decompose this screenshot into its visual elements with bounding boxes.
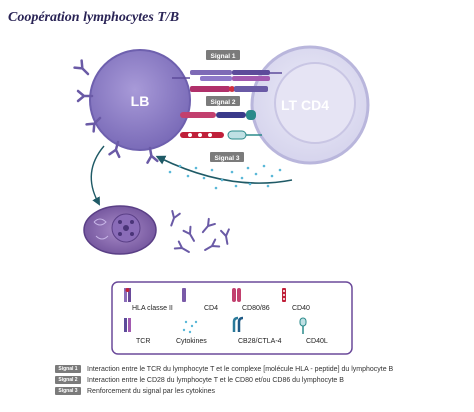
cd4-icon <box>182 288 186 302</box>
lt-cd4-label: LT CD4 <box>281 97 329 113</box>
cb28-icon <box>232 316 244 332</box>
footnote-text: Interaction entre le CD28 du lymphocyte … <box>87 376 344 384</box>
cd8086-icon <box>232 288 241 302</box>
receptor-icon <box>108 140 121 159</box>
svg-text:Signal 2: Signal 2 <box>211 99 236 106</box>
signal1-badge: Signal 1 <box>206 50 240 60</box>
signal3-badge: Signal 3 <box>210 152 244 162</box>
plasma-cell <box>83 205 157 255</box>
footnote-text: Renforcement du signal par les cytokines <box>87 387 216 395</box>
receptor-icon <box>73 59 90 76</box>
cytokines-icon <box>182 320 198 334</box>
cytokine-dots <box>168 164 282 190</box>
signal1-complex <box>172 70 282 92</box>
legend-cd40: CD40 <box>292 305 310 312</box>
lb-cell: LB <box>89 49 191 151</box>
signal2-badge: Signal 2 <box>206 96 240 106</box>
figure-title: Coopération lymphocytes T/B <box>8 10 180 25</box>
footnote-tag: Signal 2 <box>55 376 81 384</box>
legend-tcr: TCR <box>136 338 150 345</box>
footnote-tag: Signal 3 <box>55 387 81 395</box>
cd40l-icon <box>299 317 307 334</box>
lt-cd4-cell: LT CD4 <box>250 45 370 165</box>
receptor-icon <box>85 116 102 133</box>
cytokine-arrow <box>155 155 293 184</box>
cd40-icon <box>282 288 286 302</box>
svg-text:Signal 3: Signal 3 <box>215 155 240 162</box>
footnote-tag: Signal 1 <box>55 365 81 373</box>
legend-box: HLA classe II CD4 CD80/86 CD40 TCR Cy <box>111 281 353 355</box>
differentiation-arrow <box>90 145 105 206</box>
legend-cb28: CB28/CTLA-4 <box>238 338 282 345</box>
legend-cd40l: CD40L <box>306 338 328 345</box>
hla-icon <box>124 288 131 302</box>
signal2-complex <box>180 110 262 140</box>
receptor-icon <box>76 89 94 103</box>
lb-label: LB <box>131 93 150 109</box>
footnote-text: Interaction entre le TCR du lymphocyte T… <box>87 365 394 373</box>
svg-text:Signal 1: Signal 1 <box>211 53 236 60</box>
footnote-signal3: Signal 3 Renforcement du signal par les … <box>55 387 215 395</box>
legend-cd8086: CD80/86 <box>242 305 270 312</box>
free-antibodies <box>170 209 230 253</box>
legend-hla: HLA classe II <box>132 305 173 312</box>
footnote-signal1: Signal 1 Interaction entre le TCR du lym… <box>55 365 393 373</box>
legend-cd4: CD4 <box>204 305 218 312</box>
legend-cytokines: Cytokines <box>176 338 207 345</box>
tcr-icon <box>124 318 131 332</box>
footnote-signal2: Signal 2 Interaction entre le CD28 du ly… <box>55 376 344 384</box>
